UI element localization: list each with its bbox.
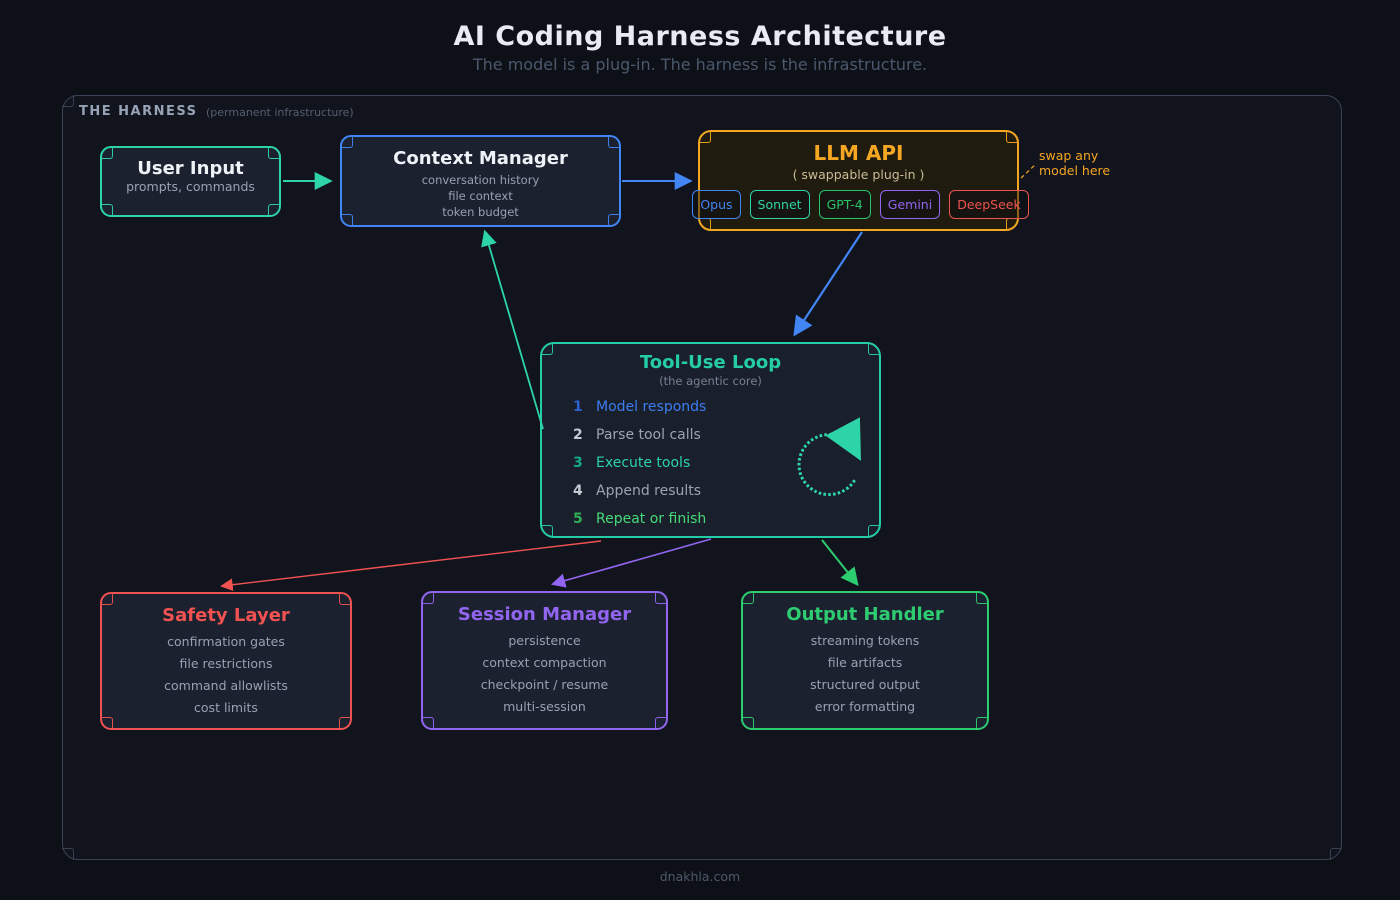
node-title: Output Handler <box>786 604 944 625</box>
step-label: Model responds <box>596 399 707 415</box>
step-number: 3 <box>573 455 583 471</box>
step-label: Execute tools <box>596 455 691 471</box>
node-user-input: User Input prompts, commands <box>100 146 281 217</box>
node-subtitle: ( swappable plug-in ) <box>792 167 925 182</box>
corner-fold-icon <box>341 136 353 148</box>
corner-fold-icon <box>101 593 113 605</box>
node-line: persistence <box>508 633 581 648</box>
node-line: structured output <box>810 677 920 692</box>
page-title: AI Coding Harness Architecture <box>453 21 947 52</box>
corner-fold-icon <box>541 343 553 355</box>
corner-fold-icon <box>339 593 351 605</box>
corner-fold-icon <box>422 717 434 729</box>
node-tool-use-loop: Tool-Use Loop (the agentic core) 1 Model… <box>540 342 881 538</box>
loop-step-4: 4 Append results <box>573 477 706 505</box>
node-output-handler: Output Handler streaming tokens file art… <box>741 591 989 730</box>
step-number: 4 <box>573 483 583 499</box>
node-line: cost limits <box>194 700 258 715</box>
node-session-manager: Session Manager persistence context comp… <box>421 591 668 730</box>
node-line: file artifacts <box>827 655 903 670</box>
corner-fold-icon <box>101 147 113 159</box>
corner-fold-icon <box>1330 848 1342 860</box>
corner-fold-icon <box>339 717 351 729</box>
node-line: checkpoint / resume <box>480 677 609 692</box>
model-chip-deepseek: DeepSeek <box>949 190 1029 219</box>
corner-fold-icon <box>608 136 620 148</box>
node-line: file context <box>448 189 513 203</box>
corner-fold-icon <box>101 717 113 729</box>
step-label: Append results <box>596 483 702 499</box>
corner-fold-icon <box>742 592 754 604</box>
model-chip-gemini: Gemini <box>879 190 941 219</box>
corner-fold-icon <box>1006 218 1018 230</box>
node-title: LLM API <box>813 141 904 165</box>
step-label: Parse tool calls <box>596 427 701 443</box>
node-safety-layer: Safety Layer confirmation gates file res… <box>100 592 352 730</box>
corner-fold-icon <box>655 717 667 729</box>
node-line: confirmation gates <box>167 634 285 649</box>
node-line: conversation history <box>421 173 540 187</box>
corner-fold-icon <box>868 343 880 355</box>
corner-fold-icon <box>699 218 711 230</box>
corner-fold-icon <box>655 592 667 604</box>
node-line: error formatting <box>814 699 916 714</box>
node-title: Session Manager <box>457 604 632 625</box>
corner-fold-icon <box>699 131 711 143</box>
node-line: multi-session <box>503 699 586 714</box>
corner-fold-icon <box>868 525 880 537</box>
corner-fold-icon <box>976 717 988 729</box>
harness-label: THE HARNESS <box>79 104 198 119</box>
corner-fold-icon <box>62 848 74 860</box>
step-label: Repeat or finish <box>596 511 707 527</box>
loop-step-2: 2 Parse tool calls <box>573 421 706 449</box>
node-line: context compaction <box>482 655 607 670</box>
corner-fold-icon <box>62 95 74 107</box>
corner-fold-icon <box>1006 131 1018 143</box>
model-chip-opus: Opus <box>692 190 741 219</box>
harness-sublabel: (permanent infrastructure) <box>206 106 354 119</box>
node-line: token budget <box>442 205 519 219</box>
corner-fold-icon <box>268 204 280 216</box>
node-title: Safety Layer <box>162 605 290 626</box>
node-llm-api: LLM API ( swappable plug-in ) Opus Sonne… <box>692 130 1029 231</box>
model-chip-gpt4: GPT-4 <box>818 190 871 219</box>
model-chip-row: Opus Sonnet GPT-4 Gemini DeepSeek <box>692 190 1029 219</box>
corner-fold-icon <box>976 592 988 604</box>
step-number: 2 <box>573 427 583 443</box>
corner-fold-icon <box>268 147 280 159</box>
swap-model-annotation: swap any model here <box>1039 148 1110 178</box>
loop-step-5: 5 Repeat or finish <box>573 505 706 533</box>
node-line: file restrictions <box>179 656 273 671</box>
corner-fold-icon <box>101 204 113 216</box>
corner-fold-icon <box>608 214 620 226</box>
node-title: Tool-Use Loop <box>639 352 782 373</box>
corner-fold-icon <box>341 214 353 226</box>
page-subtitle: The model is a plug-in. The harness is t… <box>472 55 928 74</box>
annotation-line: swap any <box>1039 148 1099 163</box>
step-number: 1 <box>573 399 583 415</box>
node-line: streaming tokens <box>810 633 920 648</box>
node-context-manager: Context Manager conversation history fil… <box>340 135 621 227</box>
node-title: User Input <box>137 158 244 179</box>
site-footer: dnakhla.com <box>659 869 741 884</box>
node-subtitle: (the agentic core) <box>659 374 762 388</box>
step-number: 5 <box>573 511 583 527</box>
corner-fold-icon <box>422 592 434 604</box>
corner-fold-icon <box>541 525 553 537</box>
node-line: command allowlists <box>164 678 288 693</box>
loop-step-3: 3 Execute tools <box>573 449 706 477</box>
corner-fold-icon <box>742 717 754 729</box>
loop-step-1: 1 Model responds <box>573 393 706 421</box>
loop-steps-list: 1 Model responds 2 Parse tool calls 3 Ex… <box>573 393 706 533</box>
node-title: Context Manager <box>393 148 568 169</box>
annotation-line: model here <box>1039 163 1111 178</box>
node-line: prompts, commands <box>126 179 255 194</box>
model-chip-sonnet: Sonnet <box>749 190 810 219</box>
